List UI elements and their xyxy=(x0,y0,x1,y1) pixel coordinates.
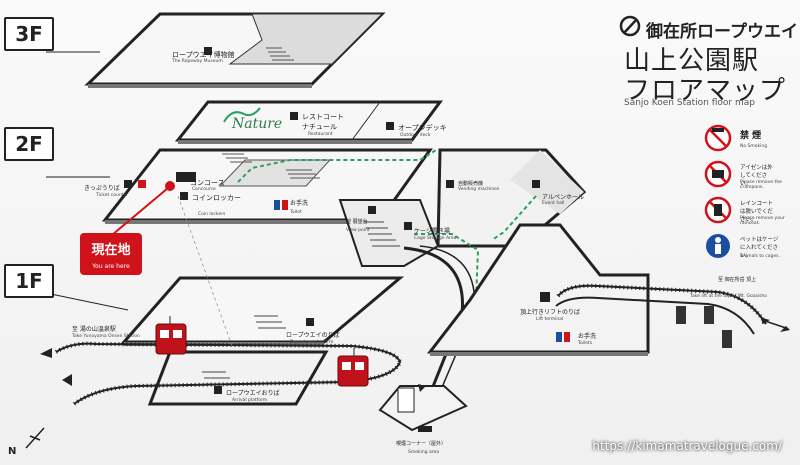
arrival-label-en: Arrival platform xyxy=(232,398,268,403)
toilet-2f-label: お手洗 xyxy=(290,200,309,207)
ropeway-logo-icon xyxy=(619,15,641,37)
watermark-url: https://kimamatravelogue.com/ xyxy=(592,439,782,453)
restaurant-label: レストコート ナチュール xyxy=(302,113,344,131)
rule-raincoat-en: Please remove your raincoat. xyxy=(740,216,785,226)
deck-label: オープンデッキ xyxy=(398,124,447,132)
toilets-1f-label: お手洗 xyxy=(578,333,597,340)
event-hall-label: アルペンホール xyxy=(542,194,584,201)
station-name: 山上公園駅 xyxy=(624,46,760,76)
to-yunoyama-label: 至 湯の山温泉駅 xyxy=(72,326,116,333)
restaurant-label-en: Restaurant xyxy=(308,132,333,137)
concourse-label-en: Concourse xyxy=(192,187,216,192)
rule-icons xyxy=(704,124,732,258)
gondola-icon xyxy=(337,348,369,387)
you-are-here-jp: 現在地 xyxy=(91,243,131,258)
restaurant-level-plan xyxy=(174,100,443,144)
floor-2f-plan xyxy=(101,148,587,357)
toilet-2f-label-en: Toilet xyxy=(290,210,302,215)
ticket-label-en: Ticket counter xyxy=(96,193,129,198)
you-are-here-en: You are here xyxy=(92,263,130,270)
you-are-here-marker xyxy=(111,181,233,347)
vending-label: 自動販売機 xyxy=(458,181,484,187)
floor-1f-plan xyxy=(40,276,468,432)
floor-3f-plan xyxy=(84,12,386,88)
vending-label-en: Vending machines xyxy=(458,187,500,192)
lift-terminal-plan xyxy=(426,223,790,356)
rule-crampons: アイゼンは外してください。 xyxy=(740,165,773,187)
rule-crampons-en: Please remove the crampons. xyxy=(740,180,782,190)
deck-label-en: Outdoor deck xyxy=(400,133,431,138)
north-label: N xyxy=(8,446,17,457)
to-yunoyama-label-en: Take Yunoyama Onsen Station xyxy=(72,334,140,339)
rule-pets-en: Animals to cages. xyxy=(740,254,780,259)
floor-tag-1f: 1F xyxy=(4,264,54,298)
smoking-label: 喫煙コーナー（屋外） xyxy=(396,441,447,447)
event-hall-label-en: Event hall xyxy=(542,201,565,206)
rule-no-smoking: 禁 煙 xyxy=(740,131,762,141)
floor-tag-3f: 3F xyxy=(4,17,54,51)
rule-pets: ペットはケージに入れてください。 xyxy=(740,237,779,259)
to-summit-label: 至 御在所岳 頂上 xyxy=(718,277,757,283)
lockers-label-en: Coin lockers xyxy=(198,212,226,217)
map-title: フロアマップ xyxy=(624,76,787,106)
rule-raincoat: レインコートは脱いでください。 xyxy=(740,201,774,223)
lift-terminal-label: 頂上行きリフトのりば xyxy=(520,309,581,316)
gondola-icon xyxy=(155,316,187,355)
concourse-label: コンコース xyxy=(190,179,225,187)
arrival-label: ロープウエイおりば xyxy=(226,390,280,397)
museum-label-en: The Ropeway Museum xyxy=(172,59,223,64)
lockers-label: コインロッカー xyxy=(192,194,241,202)
museum-label: ロープウエイ博物館 xyxy=(172,51,235,59)
north-arrow-icon xyxy=(25,427,45,449)
rule-no-smoking-en: No Smoking xyxy=(740,144,768,149)
cage-storage-label-en: Cage Storage Area xyxy=(414,236,457,241)
nature-logo: Nature xyxy=(232,116,283,132)
ticket-label: きっぷうりば xyxy=(84,185,120,192)
brand-name: 御在所ロープウエイ xyxy=(646,22,798,42)
viewpoint-label-en: View point xyxy=(346,228,370,233)
departure-label-en: Departure platform xyxy=(290,340,334,345)
viewpoint-label: 望 展望台 xyxy=(346,219,368,225)
cage-storage-label: ケージ置き場 xyxy=(414,228,450,235)
departure-label: ロープウエイのりば xyxy=(286,332,340,339)
lift-terminal-label-en: Lift terminal xyxy=(536,317,564,322)
floor-tag-2f: 2F xyxy=(4,127,54,161)
you-are-here-badge: 現在地 You are here xyxy=(80,233,142,275)
smoking-label-en: Smoking area xyxy=(408,450,440,455)
to-summit-label-en: Take lift at the top of Mt. Gozaisho xyxy=(690,294,768,299)
toilets-1f-label-en: Toilets xyxy=(578,341,593,346)
map-title-en: Sanjo Koen Station floor map xyxy=(624,98,755,108)
